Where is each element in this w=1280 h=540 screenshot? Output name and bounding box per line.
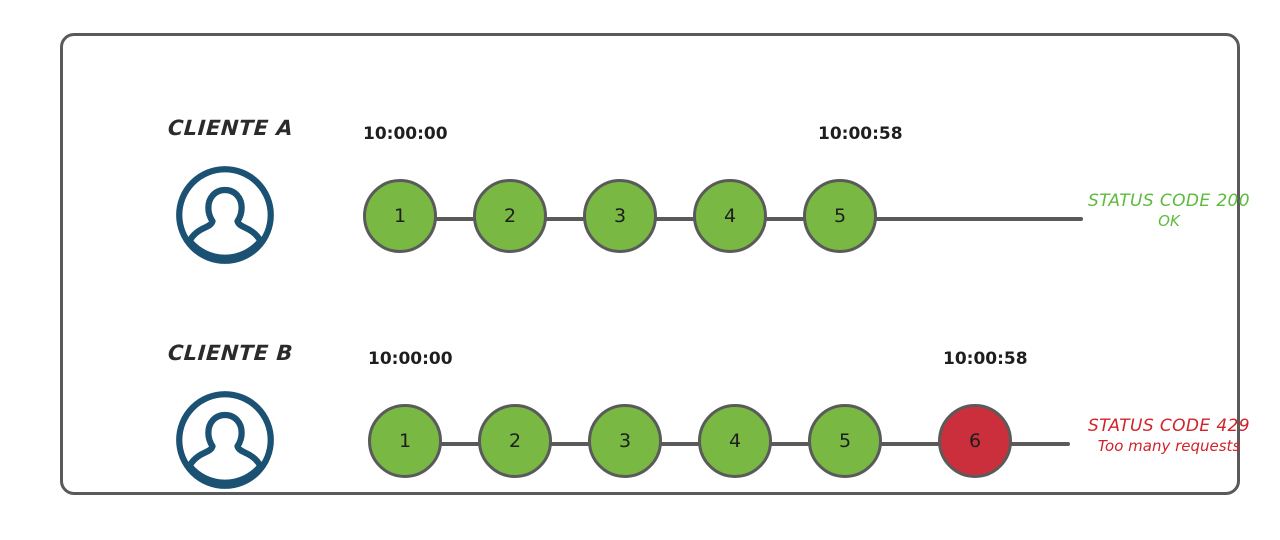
request-node-a-4[interactable]: 4 [693, 179, 767, 253]
request-node-b-3[interactable]: 3 [588, 404, 662, 478]
request-node-a-2[interactable]: 2 [473, 179, 547, 253]
request-node-a-5[interactable]: 5 [803, 179, 877, 253]
client-b-label: CLIENTE B [167, 341, 294, 365]
status-text-a: OK [1158, 212, 1180, 231]
request-node-b-6[interactable]: 6 [938, 404, 1012, 478]
request-node-b-5[interactable]: 5 [808, 404, 882, 478]
user-avatar-icon [173, 163, 277, 267]
diagram-frame: CLIENTE A 10:00:00 10:00:58 1 2 3 4 5 ST… [60, 33, 1250, 495]
client-a-label: CLIENTE A [167, 116, 295, 140]
timestamp-start-b: 10:00:00 [368, 349, 453, 369]
status-badge-a: STATUS CODE 200 OK [1088, 191, 1250, 231]
request-track-a: 1 2 3 4 5 [363, 179, 1083, 259]
request-node-a-3[interactable]: 3 [583, 179, 657, 253]
user-avatar-icon [173, 388, 277, 492]
request-node-a-1[interactable]: 1 [363, 179, 437, 253]
request-track-b: 1 2 3 4 5 6 [368, 404, 1070, 484]
status-code-b: STATUS CODE 429 [1088, 416, 1250, 436]
timestamp-end-a: 10:00:58 [818, 124, 903, 144]
request-node-b-4[interactable]: 4 [698, 404, 772, 478]
timestamp-start-a: 10:00:00 [363, 124, 448, 144]
status-code-a: STATUS CODE 200 [1088, 191, 1250, 211]
status-badge-b: STATUS CODE 429 Too many requests [1088, 416, 1250, 456]
request-node-b-2[interactable]: 2 [478, 404, 552, 478]
request-node-b-1[interactable]: 1 [368, 404, 442, 478]
timestamp-end-b: 10:00:58 [943, 349, 1028, 369]
status-text-b: Too many requests [1097, 437, 1241, 456]
